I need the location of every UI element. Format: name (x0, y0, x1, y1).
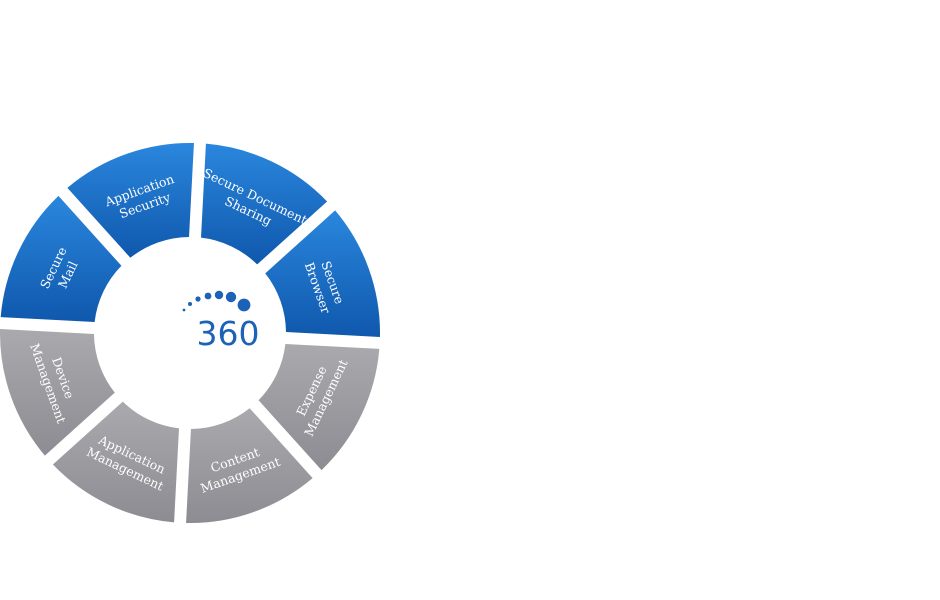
segment-secure-browser (265, 210, 381, 337)
segment-content-management (186, 408, 313, 524)
segments-group (0, 142, 381, 524)
logo-dot (204, 292, 212, 300)
logo-dot (195, 296, 201, 302)
segment-secure-document-sharing (201, 143, 328, 265)
logo-dot (188, 302, 192, 306)
segment-expense-management (258, 344, 380, 471)
segment-application-security (67, 142, 194, 258)
logo-dot (225, 291, 237, 303)
center-logo: 360 (182, 290, 260, 353)
center-label: 360 (197, 314, 260, 353)
segment-device-management (0, 329, 115, 456)
logo-dot (182, 308, 186, 312)
logo-dot (237, 298, 251, 312)
logo-dot (214, 290, 224, 300)
segment-secure-mail (0, 195, 122, 322)
dotted-arc-icon (182, 290, 251, 312)
segment-application-management (52, 401, 179, 523)
